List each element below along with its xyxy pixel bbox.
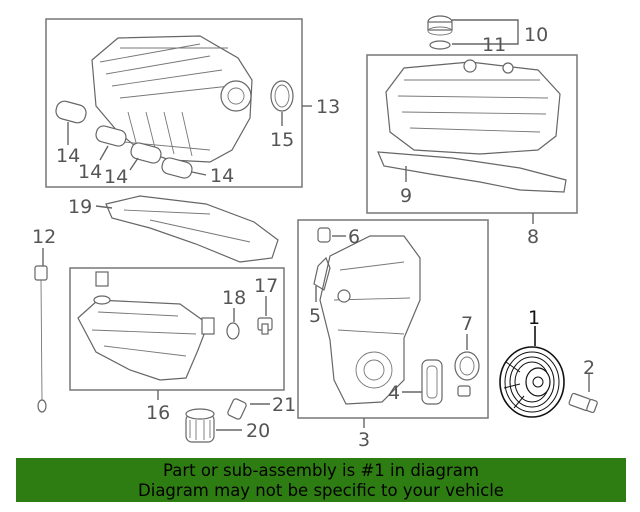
oil-pan-group-box [69, 267, 285, 391]
strainer-drawing [421, 359, 471, 405]
parts-diagram: 1 2 3 4 5 6 7 8 9 10 11 12 13 14 14 14 1… [32, 15, 598, 451]
callout-16: 16 [146, 402, 170, 424]
callout-14a: 14 [56, 145, 80, 167]
leader-14c [129, 157, 139, 171]
callout-14c: 14 [104, 166, 128, 188]
chain-case-drawing [319, 235, 421, 405]
oil-seal-drawing [454, 351, 480, 381]
callout-20: 20 [246, 420, 270, 442]
filter-bolt-drawing [227, 398, 247, 420]
head-cover-gasket-drawing [377, 151, 567, 193]
oil-pan-small-parts-drawing [226, 317, 273, 340]
intake-manifold-drawing [91, 35, 253, 163]
callout-10: 10 [524, 24, 548, 46]
oil-level-gauge-drawing [34, 265, 48, 413]
oil-filter-drawing [185, 408, 215, 443]
seal-gasket-drawing [313, 227, 331, 291]
callout-9: 9 [400, 185, 412, 207]
callout-3: 3 [358, 429, 370, 451]
callout-18: 18 [222, 287, 246, 309]
callout-19: 19 [68, 196, 92, 218]
callout-13: 13 [316, 96, 340, 118]
callout-11: 11 [482, 34, 506, 56]
leader-14b [99, 145, 109, 161]
callout-14b: 14 [78, 161, 102, 183]
banner-line-2: Diagram may not be specific to your vehi… [138, 481, 504, 500]
callout-8: 8 [527, 226, 539, 248]
callout-5: 5 [309, 305, 321, 327]
callout-14d: 14 [210, 165, 234, 187]
callout-17: 17 [254, 275, 278, 297]
baffle-plate-drawing [105, 195, 279, 263]
info-banner: Part or sub-assembly is #1 in diagram Di… [16, 458, 626, 502]
leader-19 [95, 205, 113, 209]
leader-10 [452, 19, 519, 45]
chain-case-group-box [297, 219, 489, 419]
throttle-gasket-drawing [270, 80, 294, 112]
crankshaft-pulley-drawing [499, 346, 565, 418]
cylinder-head-cover-drawing [385, 59, 561, 155]
pulley-bolt-drawing [568, 392, 598, 414]
callout-21: 21 [272, 394, 296, 416]
oil-pan-drawing [77, 271, 215, 381]
callout-15: 15 [270, 129, 294, 151]
callout-12: 12 [32, 226, 56, 248]
manifold-gaskets-drawing [55, 100, 193, 179]
callout-2: 2 [583, 357, 595, 379]
head-cover-group-box [366, 54, 578, 214]
intake-manifold-group-box [45, 18, 303, 188]
callout-7: 7 [461, 313, 473, 335]
oil-filler-cap-drawing [427, 15, 453, 50]
callout-4: 4 [388, 382, 400, 404]
callout-6: 6 [348, 226, 360, 248]
banner-line-1: Part or sub-assembly is #1 in diagram [163, 461, 479, 480]
callout-1: 1 [528, 307, 540, 329]
leader-14d [191, 171, 207, 176]
